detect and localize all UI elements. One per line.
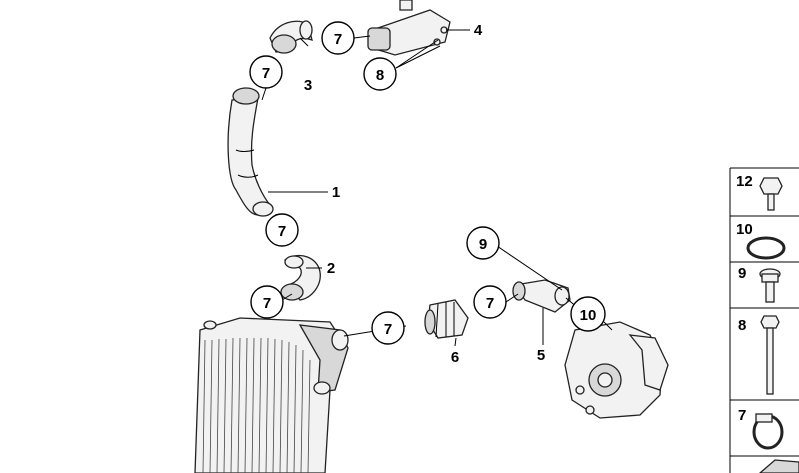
bellows-part <box>424 299 469 339</box>
callout-4-label: 4 <box>474 22 483 39</box>
callout-6-label: 6 <box>451 349 459 366</box>
charge-air-hose-part <box>227 87 274 217</box>
panel-label-9: 9 <box>738 265 746 282</box>
callout-10: 10 <box>570 296 606 332</box>
callout-7a-label: 7 <box>334 31 342 48</box>
callout-7a: 7 <box>321 21 355 55</box>
air-pipe-part <box>367 0 451 56</box>
partial-part-icon <box>759 459 799 473</box>
elbow-hose-part <box>280 255 321 301</box>
panel-label-12: 12 <box>736 173 753 190</box>
callout-7b: 7 <box>249 55 283 89</box>
turbocharger-part <box>564 321 669 419</box>
callout-9: 9 <box>466 226 500 260</box>
hex-bolt-icon <box>759 177 783 211</box>
callout-9-label: 9 <box>479 236 487 253</box>
long-bolt-icon <box>760 315 780 395</box>
callout-1-label: 1 <box>332 184 340 201</box>
callout-7f-label: 7 <box>486 295 494 312</box>
callout-7e-label: 7 <box>384 321 392 338</box>
callout-7c: 7 <box>265 213 299 247</box>
o-ring-icon <box>746 236 786 260</box>
intercooler-part <box>194 317 349 473</box>
callout-8-top: 8 <box>363 57 397 91</box>
hose-clamp-icon <box>752 413 784 450</box>
panel-label-8: 8 <box>738 317 746 334</box>
callout-8-top-label: 8 <box>376 67 384 84</box>
upper-elbow-part <box>269 20 313 54</box>
callout-7f: 7 <box>473 285 507 319</box>
callout-7c-label: 7 <box>278 223 286 240</box>
panel-label-10: 10 <box>736 221 753 238</box>
callout-7d-label: 7 <box>263 295 271 312</box>
callout-5-label: 5 <box>537 347 545 364</box>
pipe-part <box>512 279 571 313</box>
panel-label-7: 7 <box>738 407 746 424</box>
callout-7e: 7 <box>371 311 405 345</box>
screw-icon <box>759 268 781 303</box>
callout-7d: 7 <box>250 285 284 319</box>
callout-7b-label: 7 <box>262 65 270 82</box>
side-parts-panel: 12 10 9 8 7 <box>729 167 799 473</box>
callout-10-label: 10 <box>580 307 597 324</box>
callout-2-label: 2 <box>327 260 335 277</box>
callout-3-label: 3 <box>304 77 312 94</box>
